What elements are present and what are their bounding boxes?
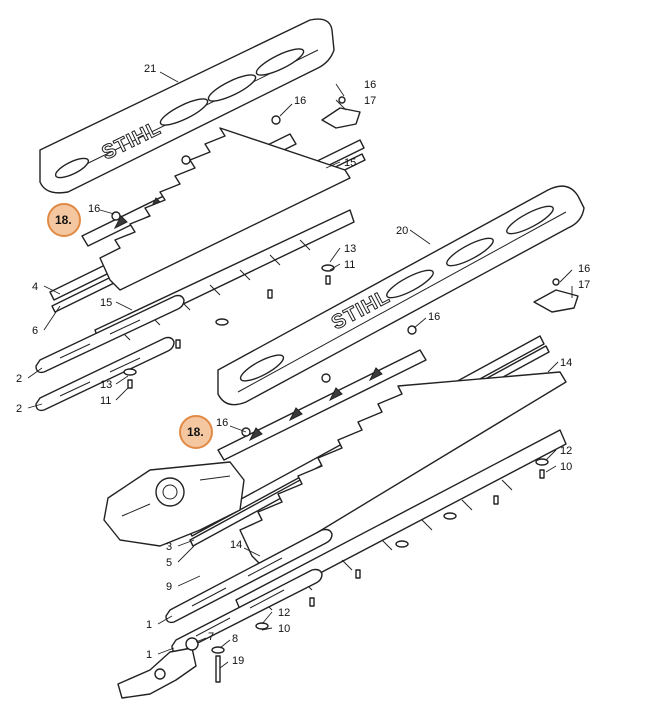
part-labels: 21 16 16 17 15 16 13 11 4 15 6 2 13 11 2… bbox=[16, 63, 590, 667]
label-16-b: 16 bbox=[364, 79, 376, 91]
fasteners-upper bbox=[111, 115, 335, 389]
fasteners-lower bbox=[185, 325, 549, 683]
label-2-a: 2 bbox=[16, 373, 22, 385]
label-13-a: 13 bbox=[344, 243, 356, 255]
label-13-b: 13 bbox=[100, 379, 112, 391]
flat-bar-lower-1 bbox=[165, 528, 333, 624]
bracket-17-lower bbox=[533, 278, 579, 313]
blade-guard-21: STIHL bbox=[39, 18, 335, 194]
label-3: 3 bbox=[166, 541, 172, 553]
drive-plate bbox=[117, 647, 197, 699]
label-1-b: 1 bbox=[146, 649, 152, 661]
callout-18-upper: 18. bbox=[47, 203, 81, 237]
label-16-d: 16 bbox=[428, 311, 440, 323]
callout-18-upper-text: 18. bbox=[55, 213, 72, 227]
label-17-a: 17 bbox=[364, 95, 376, 107]
callout-18-lower: 18. bbox=[179, 415, 213, 449]
label-15-b: 15 bbox=[100, 297, 112, 309]
label-16-e: 16 bbox=[578, 263, 590, 275]
label-11-b: 11 bbox=[100, 395, 111, 407]
label-12-b: 12 bbox=[278, 607, 290, 619]
blade-upper-a bbox=[99, 127, 351, 291]
label-2-b: 2 bbox=[16, 403, 22, 415]
callout-18-lower-text: 18. bbox=[187, 425, 204, 439]
label-10-a: 10 bbox=[560, 461, 572, 473]
gearbox-housing bbox=[103, 461, 245, 547]
leader-lines bbox=[27, 71, 573, 669]
label-16-a: 16 bbox=[294, 95, 306, 107]
label-21: 21 bbox=[144, 63, 156, 75]
label-16-c: 16 bbox=[88, 203, 100, 215]
label-6: 6 bbox=[32, 325, 38, 337]
label-10-b: 10 bbox=[278, 623, 290, 635]
label-8: 8 bbox=[232, 633, 238, 645]
label-12-a: 12 bbox=[560, 445, 572, 457]
label-16-f: 16 bbox=[216, 417, 228, 429]
label-17-b: 17 bbox=[578, 279, 590, 291]
label-19: 19 bbox=[232, 655, 244, 667]
flat-bar-upper-2 bbox=[35, 336, 175, 412]
label-1-a: 1 bbox=[146, 619, 152, 631]
label-20: 20 bbox=[396, 225, 408, 237]
blade-lower-a bbox=[239, 371, 567, 567]
blade-guard-20: STIHL bbox=[217, 185, 585, 406]
label-9: 9 bbox=[166, 581, 172, 593]
cutter-support-lower bbox=[217, 349, 427, 461]
label-4: 4 bbox=[32, 281, 38, 293]
label-5: 5 bbox=[166, 557, 172, 569]
label-11-a: 11 bbox=[344, 259, 355, 271]
bracket-17-upper bbox=[321, 96, 361, 129]
label-15: 15 bbox=[344, 157, 356, 169]
label-14-a: 14 bbox=[560, 357, 572, 369]
label-7: 7 bbox=[208, 631, 214, 643]
label-14-b: 14 bbox=[230, 539, 242, 551]
